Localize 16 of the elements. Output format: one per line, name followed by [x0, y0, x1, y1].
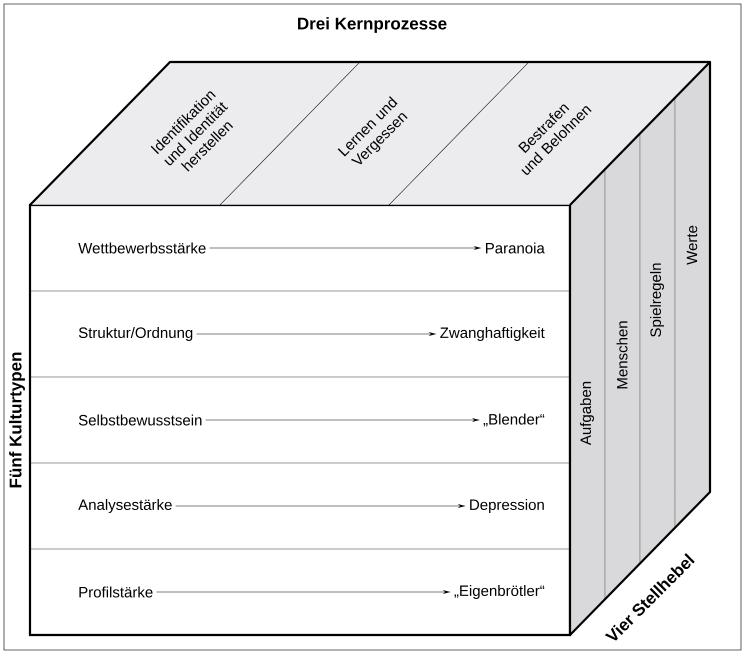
axis-title: Fünf Kulturtypen: [9, 352, 25, 488]
culture-type: Wettbewerbsstärke: [78, 242, 206, 254]
side-strip: Werte: [674, 62, 710, 528]
culture-type: Selbstbewusstsein: [78, 414, 202, 426]
side-strip: Aufgaben: [570, 169, 606, 636]
culture-type: Struktur/Ordnung: [78, 327, 192, 341]
culture-type: Analysestärke: [78, 499, 172, 513]
culture-risk: Paranoia: [486, 242, 545, 254]
axis-title: Drei Kernprozesse: [298, 17, 446, 33]
culture-risk: Depression: [470, 499, 544, 513]
side-strip: Spielregeln: [640, 98, 676, 564]
culture-type: Profilstärke: [79, 586, 153, 598]
side-strip: Menschen: [604, 133, 640, 600]
culture-risk: Zwanghaftigkeit: [440, 327, 545, 341]
culture-risk: „Blender“: [484, 414, 544, 426]
culture-risk: „Eigenbrötler“: [454, 585, 544, 599]
